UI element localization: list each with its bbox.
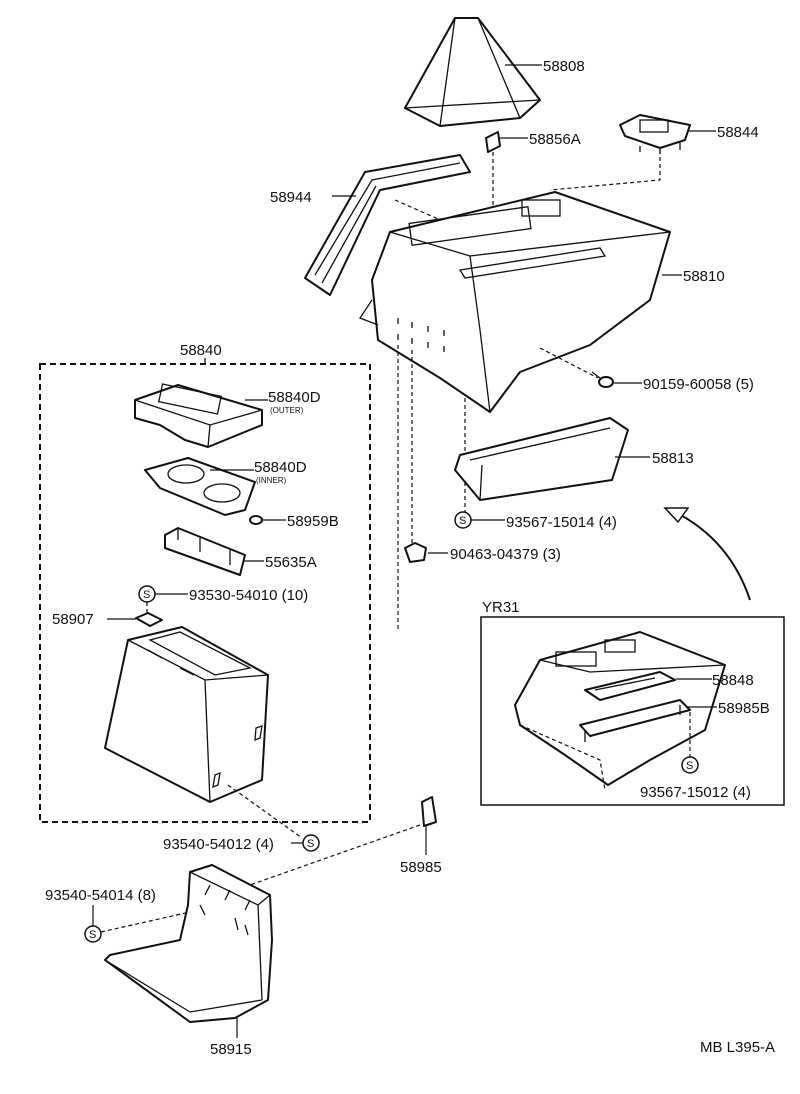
label-58840: 58840 — [180, 342, 222, 359]
label-58813: 58813 — [652, 450, 694, 467]
bracket-55635a-drawing — [164, 527, 264, 576]
bezel-58844-drawing — [549, 114, 716, 191]
label-93567-15012: 93567-15012 (4) — [640, 784, 751, 801]
inset-yr31-box — [480, 616, 785, 806]
label-58944: 58944 — [270, 189, 312, 206]
lid-outer-drawing — [134, 383, 268, 448]
svg-text:S: S — [89, 929, 96, 941]
label-58848: 58848 — [712, 672, 754, 689]
inset-console-drawing — [514, 631, 726, 791]
svg-text:S: S — [307, 838, 314, 850]
label-93530: 93530-54010 (10) — [189, 587, 308, 604]
label-58810: 58810 — [683, 268, 725, 285]
label-58985b: 58985B — [718, 700, 770, 717]
label-inner-note: (INNER) — [256, 476, 287, 485]
label-yr31: YR31 — [482, 599, 520, 616]
label-58840d-inner: 58840D — [254, 459, 307, 476]
label-93540-54012: 93540-54012 (4) — [163, 836, 274, 853]
label-58808: 58808 — [543, 58, 585, 75]
shift-boot-drawing — [404, 17, 542, 127]
plate-58907-drawing — [107, 612, 163, 627]
trim-strip-58944-drawing — [304, 154, 471, 296]
console-box-drawing — [104, 626, 303, 839]
diagram-code: MB L395-A — [700, 1039, 775, 1056]
screw-symbol-93540-54012: S — [302, 834, 320, 852]
svg-text:S: S — [143, 589, 150, 601]
label-58915: 58915 — [210, 1041, 252, 1058]
label-93540-54014: 93540-54014 (8) — [45, 887, 156, 904]
tray-58813-drawing — [454, 417, 650, 501]
cupholder-inner-drawing — [144, 457, 256, 516]
label-58959b: 58959B — [287, 513, 339, 530]
label-90159: 90159-60058 (5) — [643, 376, 754, 393]
clip-90463-drawing — [404, 542, 448, 563]
svg-text:S: S — [459, 515, 466, 527]
label-outer-note: (OUTER) — [270, 406, 304, 415]
label-93567-15014: 93567-15014 (4) — [506, 514, 617, 531]
label-58985: 58985 — [400, 859, 442, 876]
console-body-58810-drawing — [359, 191, 682, 630]
panel-58915-drawing — [104, 864, 273, 1038]
cushion-58959b-drawing — [249, 515, 286, 525]
label-58844: 58844 — [717, 124, 759, 141]
svg-text:S: S — [686, 760, 693, 772]
screw-90159-drawing — [539, 347, 642, 388]
screw-symbol-93567-15014: S — [454, 511, 472, 529]
label-58907: 58907 — [52, 611, 94, 628]
clip-58856a-drawing — [485, 131, 528, 205]
screw-symbol-93530: S — [138, 585, 156, 603]
label-58856a: 58856A — [529, 131, 581, 148]
label-90463: 90463-04379 (3) — [450, 546, 561, 563]
screw-symbol-93567-15012: S — [681, 756, 699, 774]
label-58840d-outer: 58840D — [268, 389, 321, 406]
clip-58985-drawing — [249, 796, 437, 886]
label-55635a: 55635A — [265, 554, 317, 571]
curved-arrow-icon — [663, 507, 751, 601]
screw-symbol-93540-54014: S — [84, 925, 102, 943]
